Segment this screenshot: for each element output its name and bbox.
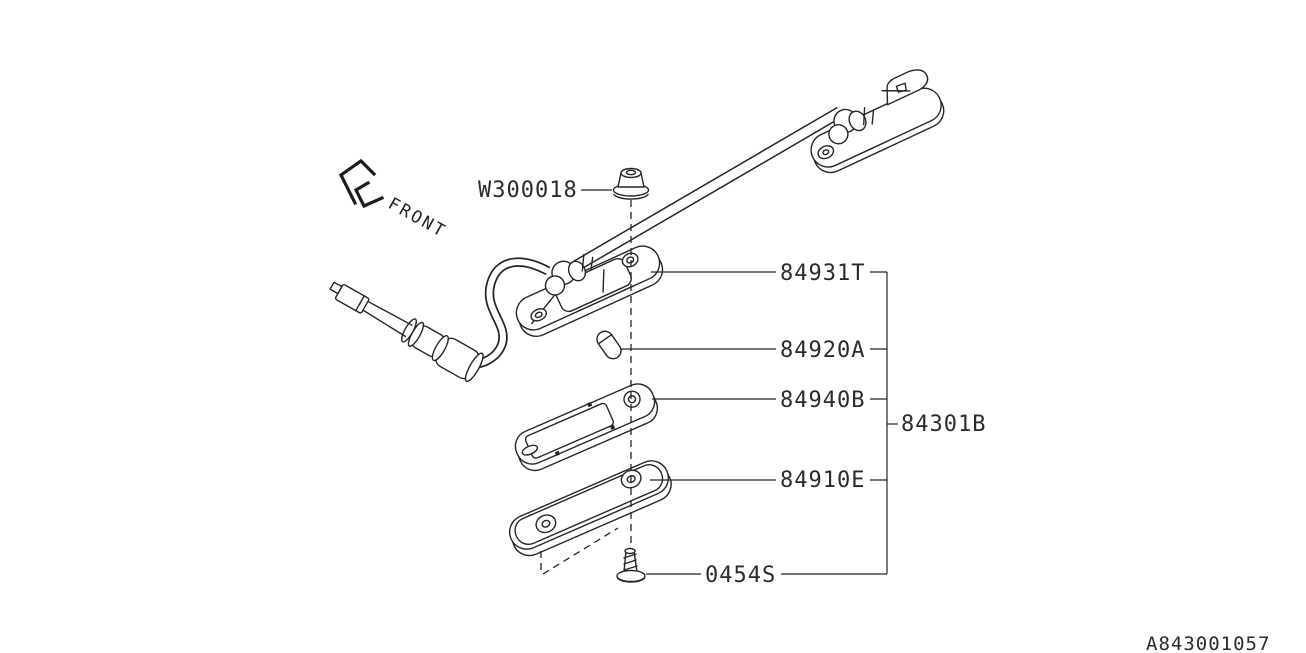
leader-lines (581, 189, 898, 575)
part-label-screw: 0454S (705, 563, 776, 588)
part-label-bulb: 84920A (780, 338, 865, 363)
part-label-lamp-group: 84301B (901, 412, 986, 437)
part-label-lamp-assembly: 84931T (780, 261, 865, 286)
part-label-grommet: W300018 (478, 178, 578, 203)
connector-drawing (329, 281, 484, 383)
bulb-drawing (596, 330, 622, 360)
left-lamp-socket-drawing (544, 254, 594, 296)
part-label-lens: 84910E (780, 468, 865, 493)
right-lamp-assembly-drawing (810, 69, 945, 174)
front-arrow-icon (338, 158, 385, 209)
center-dashed-line (540, 200, 632, 575)
grommet-drawing (612, 167, 650, 200)
front-label: FRONT (385, 194, 450, 242)
screw-drawing (616, 547, 646, 583)
figure-code: A843001057 (1146, 633, 1270, 653)
lens-drawing (508, 460, 672, 557)
packing-drawing (514, 383, 659, 472)
part-label-packing: 84940B (780, 388, 865, 413)
wire-harness-drawing (472, 257, 551, 370)
harness-rod-drawing (572, 106, 844, 272)
